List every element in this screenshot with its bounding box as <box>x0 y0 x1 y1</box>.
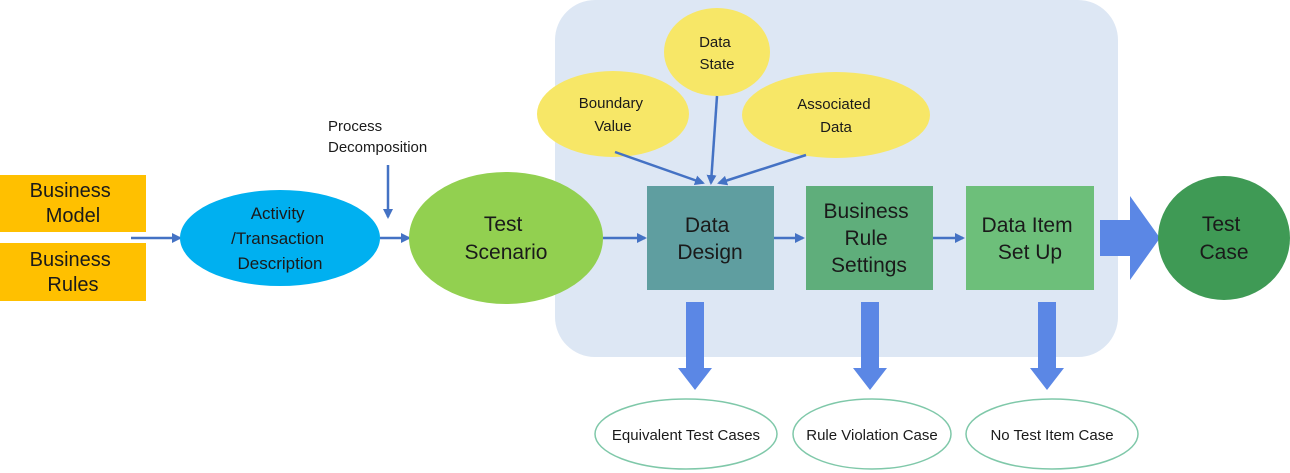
business-rules-box: Business Rules <box>0 243 146 301</box>
arrow-associated-to-data-design <box>717 153 807 186</box>
design-panel <box>555 0 1118 357</box>
boundary-value-node: Boundary Value <box>537 71 689 157</box>
data-design-box: Data Design <box>647 186 774 290</box>
svg-text:Data Item Set Up: Data Item Set Up <box>982 214 1079 264</box>
business-model-box: Business Model <box>0 175 146 232</box>
svg-text:Associated Data: Associated Data <box>797 96 875 136</box>
equivalent-test-cases-node: Equivalent Test Cases <box>594 398 778 470</box>
svg-text:Business Rules: Business Rules <box>30 249 117 296</box>
process-decomposition-label: Process Decomposition <box>328 118 427 156</box>
block-arrow-down-equivalent <box>678 302 712 390</box>
test-scenario-node: Test Scenario <box>409 172 603 304</box>
svg-text:Activity /Transaction: Activity /Transaction Description <box>231 204 329 273</box>
svg-text:No Test Item Case: No Test Item Case <box>990 427 1113 444</box>
rule-violation-case-node: Rule Violation Case <box>792 398 952 470</box>
arrow-data-state-to-data-design <box>706 95 719 185</box>
block-arrow-down-no-test-item <box>1030 302 1064 390</box>
svg-text:Boundary Value: Boundary Value <box>579 95 647 135</box>
business-rule-settings-box: Business Rule Settings <box>806 186 933 290</box>
data-item-set-up-box: Data Item Set Up <box>966 186 1094 290</box>
activity-transaction-description-node: Activity /Transaction Description <box>180 190 380 286</box>
no-test-item-case-node: No Test Item Case <box>965 398 1139 470</box>
svg-text:Business Rule Sett: Business Rule Settings <box>823 200 914 277</box>
arrow-boundary-to-data-design <box>614 150 705 186</box>
svg-text:Rule Violation Case: Rule Violation Case <box>806 427 937 444</box>
svg-text:Data State: Data State <box>699 34 735 73</box>
associated-data-node: Associated Data <box>742 72 930 158</box>
svg-text:Test Case: Test Case <box>1199 213 1248 264</box>
block-arrow-down-rule-violation <box>853 302 887 390</box>
test-case-node: Test Case <box>1158 176 1290 300</box>
svg-text:Equivalent Test Cases: Equivalent Test Cases <box>612 427 760 444</box>
block-arrow-to-test-case <box>1100 196 1160 280</box>
svg-text:Test Scenario: Test Scenario <box>465 213 548 264</box>
svg-text:Business Model: Business Model <box>30 180 117 227</box>
svg-text:Data Design: Data Design <box>677 214 742 264</box>
data-state-node: Data State <box>664 8 770 96</box>
